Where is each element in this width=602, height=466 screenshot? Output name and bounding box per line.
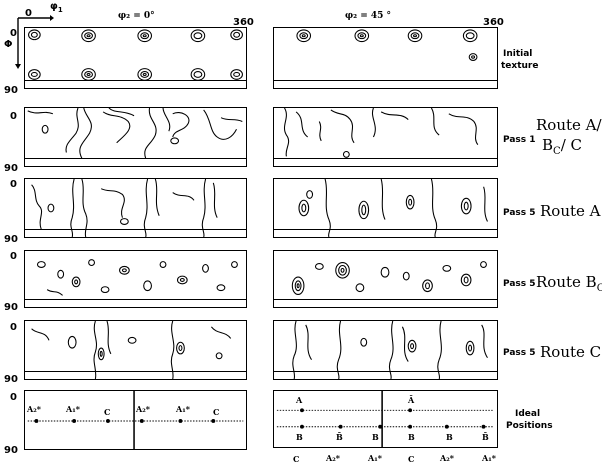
row3-tick-90: 90: [4, 302, 18, 313]
contour-map: [298, 179, 488, 237]
odf-panel-routeA-right: [273, 178, 498, 238]
ideal-point: [378, 424, 383, 429]
ideal-point: [72, 419, 77, 423]
odf-panel-routeC-right: [273, 320, 498, 380]
ideal-point: [408, 408, 413, 413]
odf-panel-initial-left: [24, 27, 247, 89]
ideal-right-mid-1: B̄: [336, 432, 343, 442]
tick-360-right: 360: [483, 17, 504, 28]
row4-route: Route C: [540, 343, 602, 361]
row1-tick-90: 90: [4, 163, 18, 174]
ideal-point: [178, 419, 183, 423]
ideal-left-label-4: A₁*: [176, 404, 190, 414]
contour-map: [28, 29, 243, 81]
ideal-right-bottom-0: C: [293, 454, 300, 464]
route-c-tail: / C: [560, 136, 582, 154]
ideal-right-mid-0: B: [296, 432, 303, 442]
ideal-point: [106, 419, 110, 423]
row2-route: Route A: [540, 202, 601, 220]
contour-map: [292, 321, 488, 379]
ideal-point: [34, 419, 39, 423]
phi1-axis-label: φ1: [50, 2, 63, 14]
ideal-left-label-5: C: [213, 407, 220, 417]
row2-tick-0: 0: [10, 179, 17, 190]
row4-tick-90: 90: [4, 374, 18, 385]
row0-tick-0: 0: [10, 28, 17, 39]
ideal-right-bottom-2: A₁*: [368, 453, 382, 463]
contour-map: [291, 261, 487, 295]
route-bc-text: Route B: [536, 273, 597, 291]
Phi-axis-label: Φ: [4, 39, 13, 50]
contour-map: [31, 321, 232, 379]
ideal-point: [300, 408, 304, 413]
ideal-point: [444, 424, 449, 429]
ideal-point: [139, 419, 144, 423]
odf-panel-routeBc-left: [24, 250, 247, 308]
ideal-left-label-1: A₁*: [66, 404, 80, 414]
right-column-header: φ₂ = 45 °: [345, 11, 392, 21]
ideal-right-mid-3: B: [408, 432, 415, 442]
left-column-header: φ₂ = 0°: [118, 11, 155, 21]
contour-map: [296, 29, 478, 61]
odf-panel-routeBc-right: [273, 250, 498, 308]
row1-tick-0: 0: [10, 111, 17, 122]
ideal-tick-90: 90: [4, 445, 18, 456]
row0-label-2: texture: [501, 61, 539, 71]
odf-panel-routeC-left: [24, 320, 247, 380]
ideal-right-mid-4: B: [446, 432, 453, 442]
row3-route: Route BC: [536, 275, 602, 294]
odf-panel-initial-right: [273, 27, 498, 89]
ideal-left-label-3: A₂*: [136, 404, 150, 414]
ideal-right-bottom-3: C: [408, 454, 415, 464]
contour-map: [283, 108, 479, 158]
row4-tick-0: 0: [10, 322, 17, 333]
ideal-right-mid-5: B̄: [482, 432, 489, 442]
ideal-left-label-2: C: [104, 407, 111, 417]
row0-tick-90: 90: [4, 85, 18, 96]
ideal-right-mid-2: B: [372, 432, 379, 442]
odf-panel-pass1-left: [24, 107, 247, 167]
ideal-right-bottom-1: A₂*: [326, 453, 340, 463]
row2-label: Pass 5: [503, 208, 536, 218]
ideal-positions-right: A Ā B B̄ B B B B̄: [273, 390, 498, 448]
route-b-letter: B: [542, 136, 554, 154]
contour-map: [31, 179, 218, 237]
ideal-tick-0: 0: [10, 392, 17, 403]
tick-zero-top: 0: [25, 8, 32, 19]
odf-panel-routeA-left: [24, 178, 247, 238]
tick-360-left: 360: [233, 17, 254, 28]
phi1-subscript: 1: [57, 6, 63, 14]
route-b-subscript: C: [553, 146, 561, 157]
ideal-point: [338, 424, 343, 429]
ideal-point: [211, 419, 216, 423]
contour-map: [27, 108, 243, 159]
row0-label-1: Initial: [503, 49, 533, 59]
row3-label: Pass 5: [503, 279, 536, 289]
contour-map: [36, 259, 238, 296]
ideal-point: [481, 424, 486, 429]
row2-tick-90: 90: [4, 234, 18, 245]
row4-label: Pass 5: [503, 348, 536, 358]
odf-panel-pass1-right: [273, 107, 498, 167]
ideal-right-top-0: A: [296, 395, 303, 405]
ideal-positions-left: A₂* A₁* C A₂* A₁* C: [24, 390, 247, 450]
row1-route-line1: Route A/: [536, 116, 602, 134]
route-bc-subscript: C: [596, 283, 602, 294]
ideal-positions-left-map: [27, 391, 244, 449]
ideal-label-2: Positions: [506, 421, 553, 431]
phi1-symbol: φ: [50, 1, 58, 12]
row1-label: Pass 1: [503, 135, 536, 145]
ideal-point: [300, 424, 304, 429]
ideal-right-top-1: Ā: [408, 395, 415, 405]
ideal-label-1: Ideal: [515, 409, 541, 419]
axis-arrows-icon: [15, 15, 54, 69]
ideal-right-bottom-4: A₂*: [440, 453, 454, 463]
row1-route-line2: BC/ C: [542, 138, 582, 157]
ideal-left-label-0: A₂*: [27, 404, 41, 414]
row3-tick-0: 0: [10, 251, 17, 262]
ideal-point: [408, 424, 413, 429]
ideal-positions-right-map: [276, 391, 495, 447]
ideal-right-bottom-5: A₁*: [482, 453, 496, 463]
